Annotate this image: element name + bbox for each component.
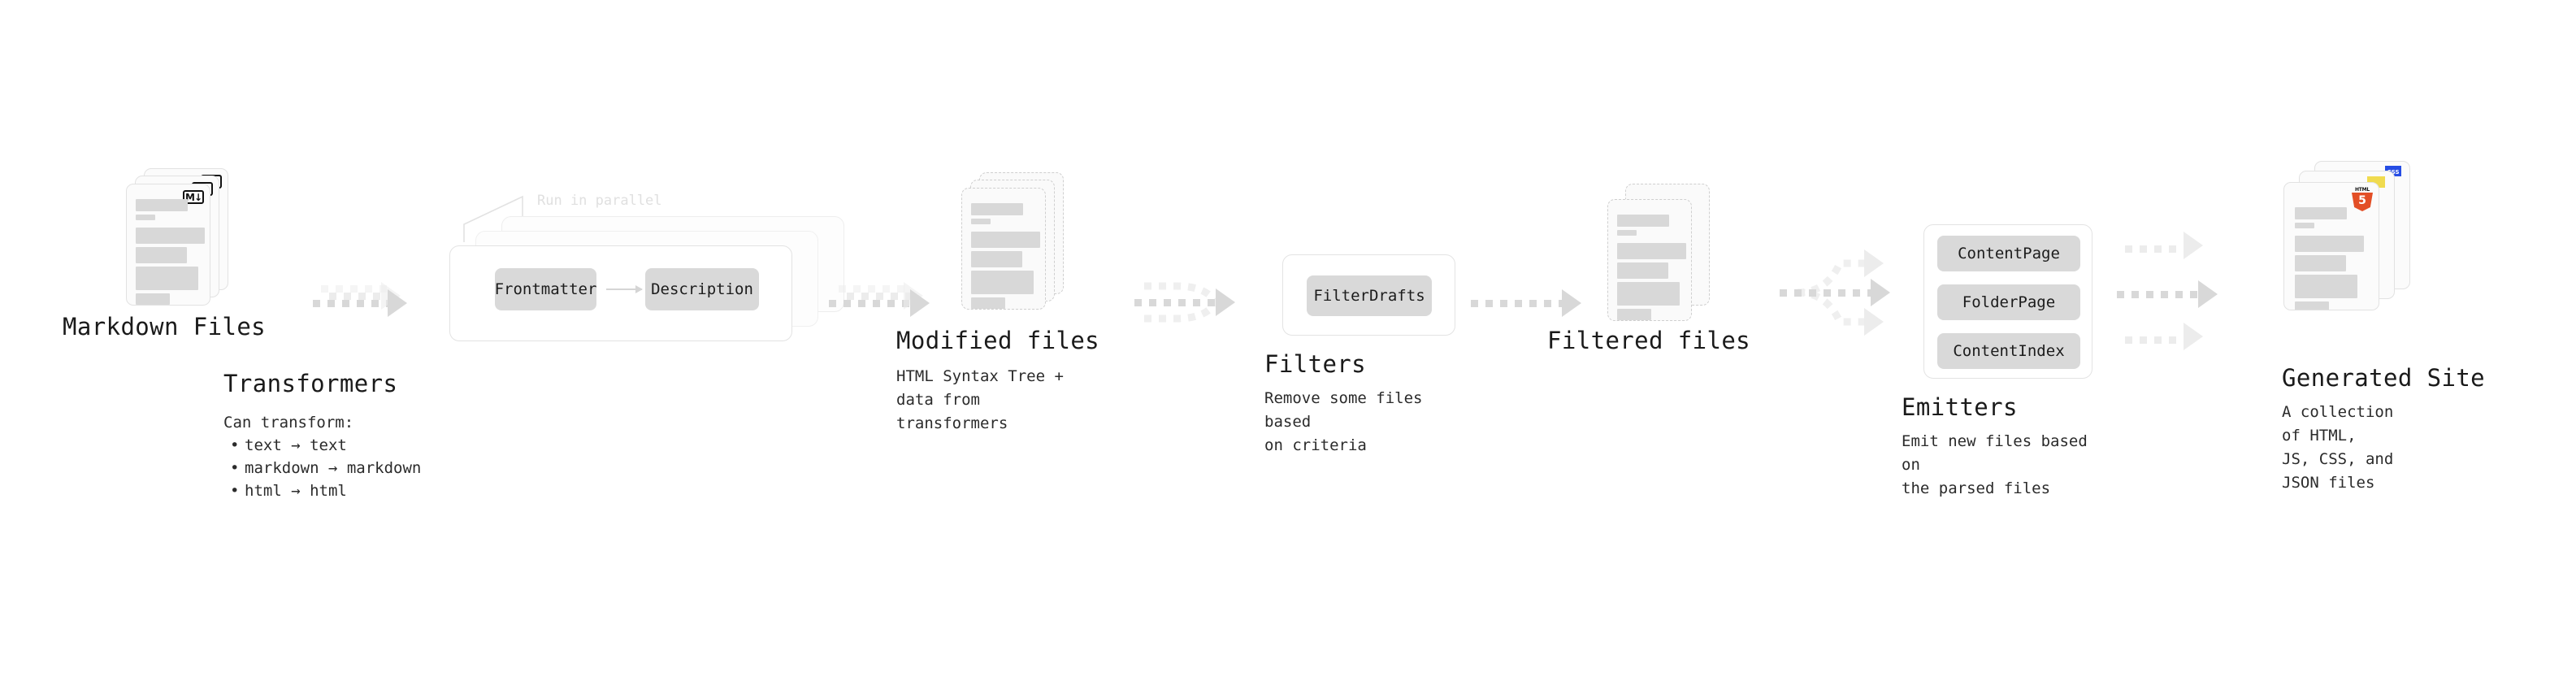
generated-site-group: CSS HTML — [2282, 161, 2485, 492]
html5-badge-word: HTML — [2354, 187, 2370, 193]
emitter-pill-contentindex[interactable]: ContentIndex — [1937, 333, 2080, 369]
markdown-doc-front: M↓ — [126, 184, 210, 306]
markdown-badge-label: M↓ — [185, 191, 202, 203]
filtered-files-group: Filtered files — [1547, 184, 1750, 354]
filter-pill-filterdrafts[interactable]: FilterDrafts — [1307, 275, 1432, 316]
transformer-inner-arrow — [606, 285, 643, 293]
transformer-pill-frontmatter[interactable]: Frontmatter — [495, 268, 596, 310]
emitters-title: Emitters — [1902, 393, 2018, 421]
generated-site-subtitle: A collection of HTML, JS, CSS, and JSON … — [2282, 403, 2394, 492]
filters-group: FilterDrafts Filters Remove some files b… — [1264, 254, 1455, 454]
transformer-box-front: Frontmatter Description — [449, 245, 792, 341]
emitter-pill-folderpage[interactable]: FolderPage — [1937, 284, 2080, 320]
transformers-sub-head: Can transform: — [223, 414, 354, 432]
generated-file-stack: CSS HTML — [2283, 161, 2413, 310]
arrow-filtered-to-emitters — [1780, 244, 1922, 341]
filtered-files-title: Filtered files — [1547, 327, 1751, 354]
transformers-title: Transformers — [223, 370, 398, 397]
markdown-badge: M↓ — [183, 190, 204, 204]
modified-files-subtitle: HTML Syntax Tree + data from transformer… — [896, 367, 1064, 432]
arrow-markdown-to-transformers — [313, 282, 410, 317]
transformers-bullet: html → html — [223, 479, 421, 502]
html5-shield-icon — [2352, 193, 2373, 211]
emitters-subtitle: Emit new files based on the parsed files — [1902, 432, 2088, 497]
arrow-emitters-to-site — [2117, 232, 2271, 350]
markdown-file-stack: M↓ M↓ M↓ — [126, 168, 245, 306]
arrow-filters-to-filtered — [1471, 289, 1585, 317]
modified-files-title: Modified files — [896, 327, 1100, 354]
generated-site-title: Generated Site — [2282, 364, 2486, 392]
run-in-parallel-label: Run in parallel — [537, 193, 662, 209]
modified-files-group: Modified files HTML Syntax Tree + data f… — [896, 172, 1099, 432]
markdown-files-title: Markdown Files — [63, 313, 267, 340]
doc-placeholder-lines — [136, 199, 205, 305]
modified-doc-front — [961, 188, 1046, 310]
filters-box: FilterDrafts — [1282, 254, 1455, 336]
arrow-transformers-to-modified — [829, 282, 935, 317]
filtered-doc-front — [1607, 199, 1692, 321]
transformer-pill-description[interactable]: Description — [645, 268, 759, 310]
doc-placeholder-lines — [2295, 207, 2372, 310]
transformers-bullet: text → text — [223, 434, 421, 457]
filters-subtitle: Remove some files based on criteria — [1264, 389, 1423, 454]
doc-placeholder-lines — [971, 203, 1040, 309]
arrow-modified-to-filters — [1134, 276, 1264, 328]
transformers-group: Run in parallel Frontmatter Description … — [223, 193, 865, 500]
emitter-pill-contentpage[interactable]: ContentPage — [1937, 236, 2080, 271]
doc-placeholder-lines — [1617, 215, 1686, 320]
modified-file-stack — [961, 172, 1080, 310]
emitters-group: ContentPage FolderPage ContentIndex Emit… — [1902, 224, 2092, 497]
transformers-bullet: markdown → markdown — [223, 457, 421, 479]
html5-badge: HTML — [2352, 187, 2373, 211]
emitters-box: ContentPage FolderPage ContentIndex — [1923, 224, 2092, 379]
markdown-files-group: M↓ M↓ M↓ — [63, 168, 266, 340]
transformers-bullet-list: text → text markdown → markdown html → h… — [223, 434, 421, 502]
filtered-file-stack — [1607, 184, 1726, 321]
generated-doc-html: HTML — [2283, 182, 2379, 310]
filters-title: Filters — [1264, 350, 1367, 378]
